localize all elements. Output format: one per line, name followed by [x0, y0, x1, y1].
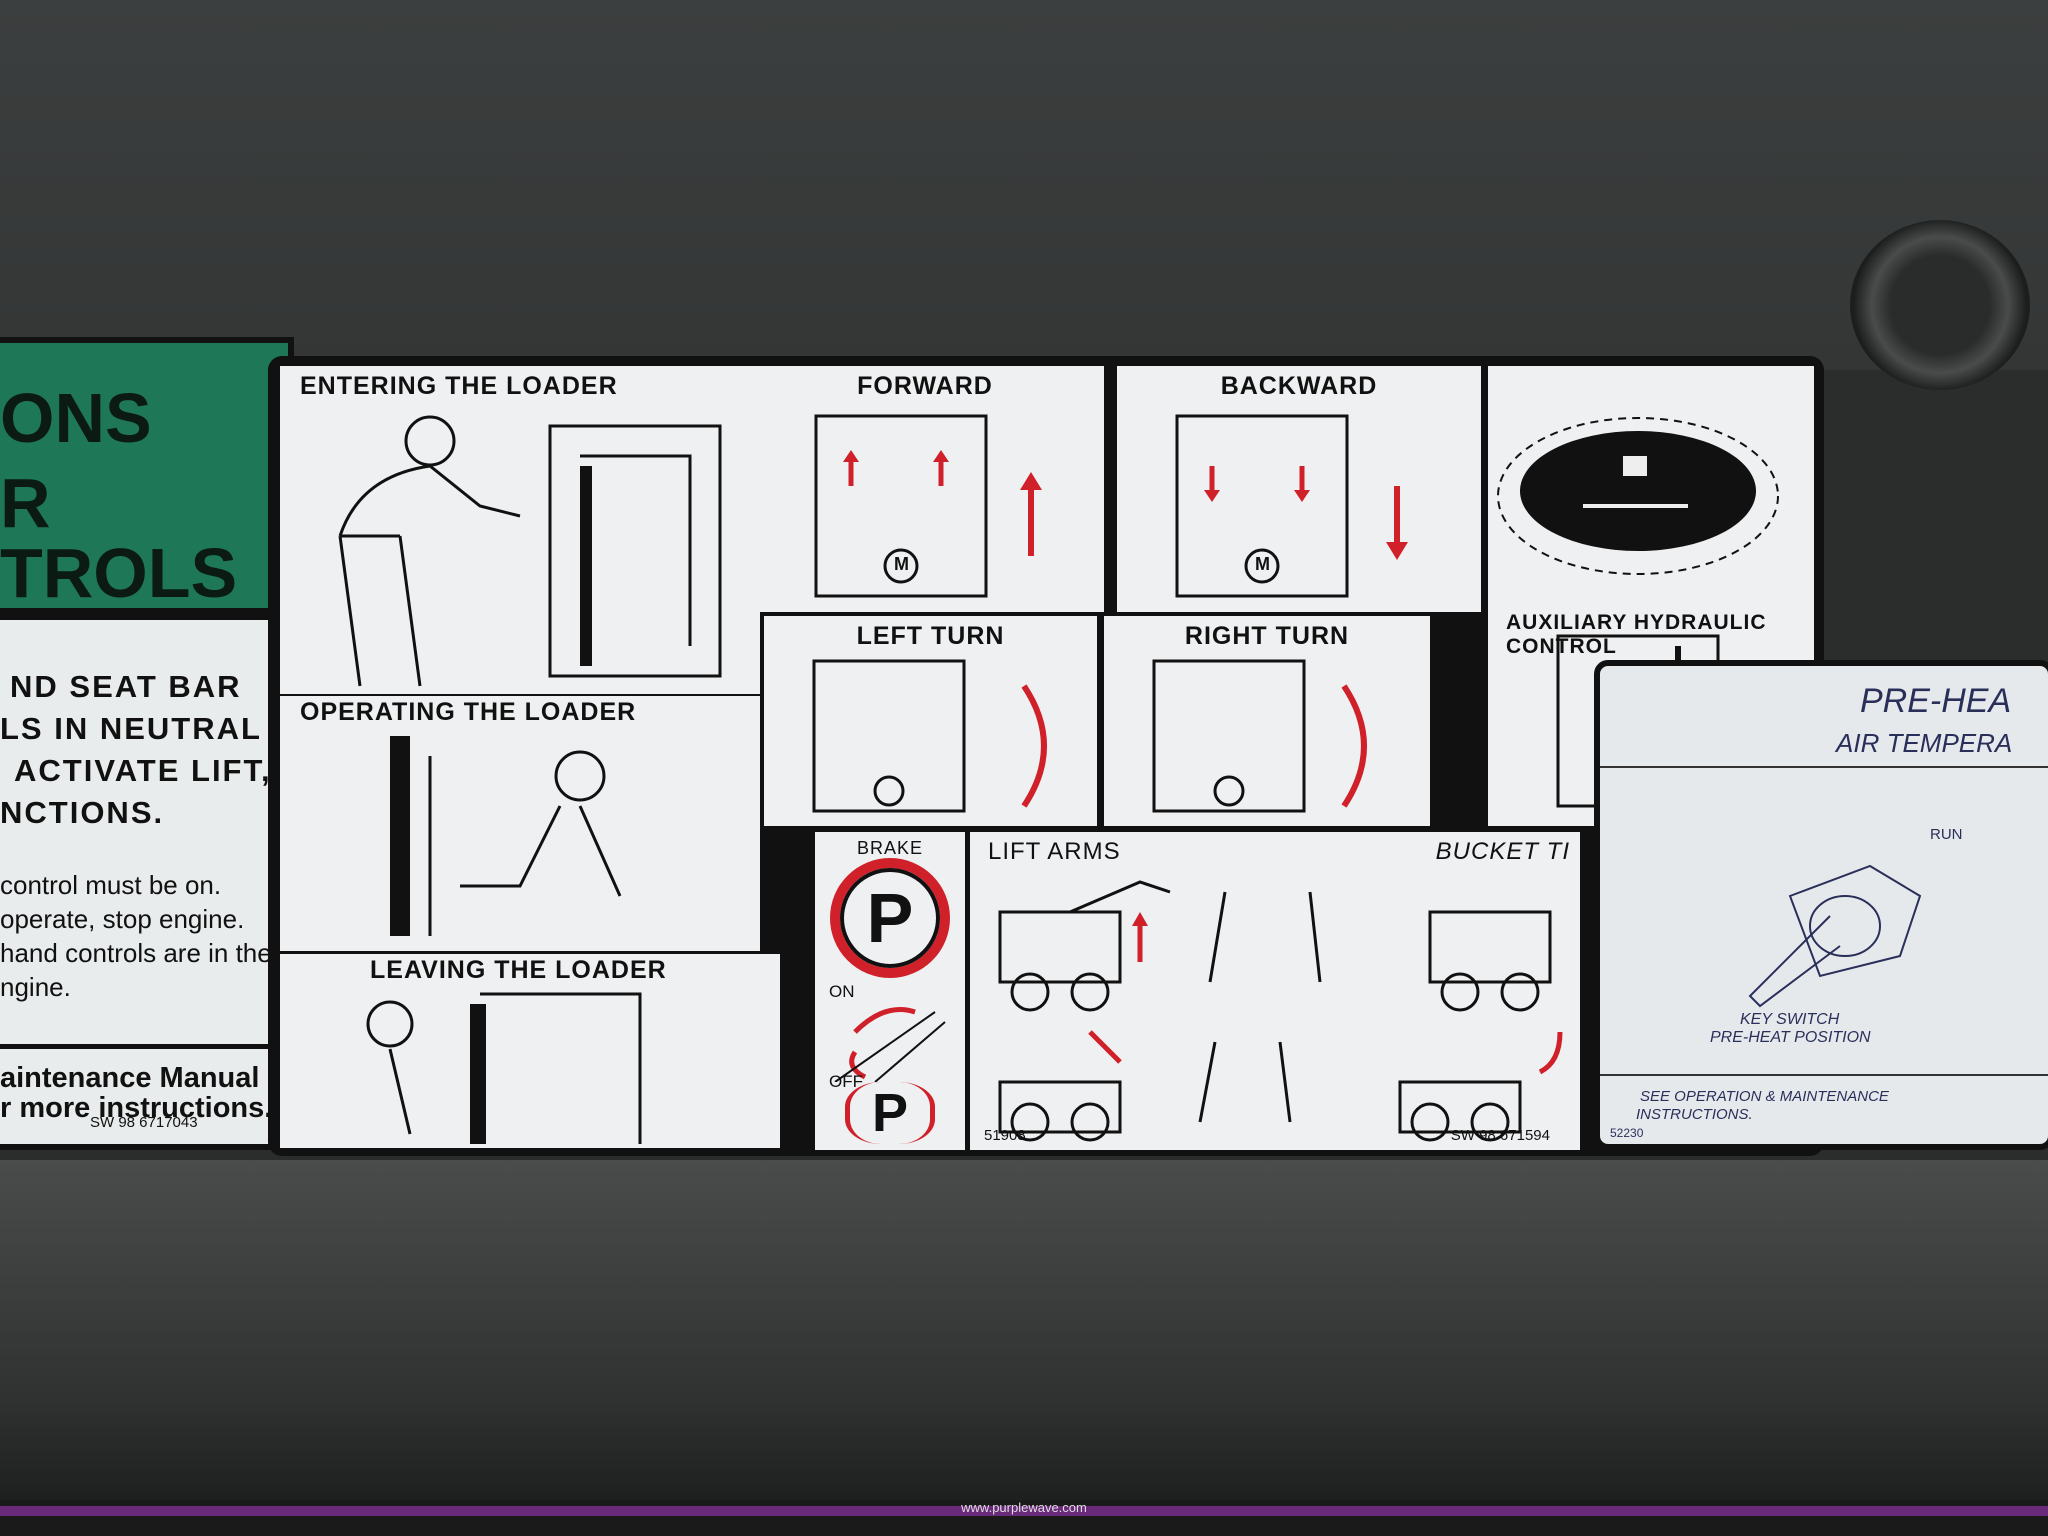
rubber-plug: [1850, 220, 2030, 390]
entering-label: ENTERING THE LOADER: [300, 372, 618, 400]
bucket-tilt-label: BUCKET TI: [1435, 838, 1570, 865]
brake-lever-icon: [834, 1007, 946, 1082]
warning-line: NCTIONS.: [0, 795, 165, 830]
right-turn-panel: RIGHT TURN: [1104, 616, 1430, 826]
entering-panel: ENTERING THE LOADER: [280, 366, 760, 694]
preheat-title: PRE-HEA: [1860, 682, 2012, 720]
forward-panel: FORWARD M: [746, 366, 1104, 612]
right-turn-controls-icon: [1152, 659, 1367, 813]
aux-hydraulic-label: AUXILIARY HYDRAULIC CONTROL: [1506, 611, 1767, 658]
part-code: 52230: [1610, 1126, 1644, 1140]
warning-line: LS IN NEUTRAL: [0, 711, 262, 746]
left-decal-header: ONS R TROLS: [0, 337, 294, 614]
body-line: control must be on.: [0, 870, 222, 900]
header-line: R: [0, 464, 51, 542]
key-switch-label: KEY SWITCH: [1740, 1011, 1840, 1028]
footer-line: r more instructions.: [0, 1092, 273, 1124]
warning-line: ND SEAT BAR: [10, 669, 242, 704]
left-turn-label: LEFT TURN: [856, 622, 1005, 650]
backward-panel: BACKWARD M: [1117, 366, 1481, 612]
brake-on-label: ON: [829, 982, 855, 1001]
motor-label: M: [894, 554, 909, 574]
key-switch-icon: [1748, 864, 1922, 1008]
body-line: ngine.: [0, 972, 71, 1002]
run-label: RUN: [1930, 826, 1963, 843]
brake-label: BRAKE: [856, 838, 924, 858]
header-line: ONS: [0, 379, 152, 457]
forward-controls-icon: [814, 414, 1042, 598]
part-code-left: 51908: [984, 1127, 1026, 1144]
operator-entering-illustration: [338, 415, 722, 687]
instructions-text: INSTRUCTIONS.: [1636, 1106, 1753, 1123]
operating-panel: OPERATING THE LOADER: [280, 696, 760, 951]
left-turn-panel: LEFT TURN: [764, 616, 1097, 826]
parking-brake-off-icon: P: [845, 1082, 935, 1144]
machine-panel-lower: [0, 1160, 2048, 1500]
header-line: TROLS: [0, 534, 238, 612]
loader-joystick-diagram: [998, 880, 1563, 1142]
lift-arms-label: LIFT ARMS: [988, 838, 1121, 865]
warning-line: ACTIVATE LIFT,: [14, 753, 272, 788]
right-turn-label: RIGHT TURN: [1184, 622, 1350, 650]
brake-panel[interactable]: BRAKE P ON OFF P: [815, 832, 965, 1150]
lift-arms-panel: LIFT ARMS BUCKET TI 51908 SW 98 671594: [970, 832, 1580, 1150]
operating-label: OPERATING THE LOADER: [300, 698, 637, 726]
motor-label: M: [1255, 554, 1270, 574]
preheat-decal: PRE-HEA AIR TEMPERA RUN KEY SWITCH PRE-H…: [1594, 660, 2048, 1150]
left-turn-controls-icon: [812, 659, 1047, 813]
operator-seated-illustration: [390, 736, 622, 936]
watermark-stripe: [0, 1506, 2048, 1516]
watermark-bar: www.purplewave.com: [0, 1500, 2048, 1536]
leaving-panel: LEAVING THE LOADER: [280, 954, 780, 1148]
footer-line: aintenance Manual: [0, 1062, 260, 1094]
preheat-subtitle: AIR TEMPERA: [1836, 728, 2013, 758]
leaving-label: LEAVING THE LOADER: [370, 956, 667, 984]
parking-brake-on-icon: P: [840, 868, 940, 968]
forward-label: FORWARD: [857, 372, 993, 400]
body-line: hand controls are in the: [0, 938, 272, 968]
see-manual-text: SEE OPERATION & MAINTENANCE: [1640, 1088, 1889, 1105]
backward-controls-icon: [1175, 414, 1408, 598]
part-code-right: SW 98 671594: [1450, 1127, 1550, 1144]
operator-leaving-illustration: [366, 992, 642, 1144]
machine-panel-upper: [0, 0, 2048, 370]
backward-label: BACKWARD: [1220, 372, 1378, 400]
part-code: SW 98 6717043: [90, 1114, 198, 1131]
brake-off-label: OFF: [829, 1072, 863, 1091]
preheat-position-label: PRE-HEAT POSITION: [1710, 1029, 1871, 1046]
body-line: operate, stop engine.: [0, 904, 245, 934]
controls-decal: ENTERING THE LOADER OPERATING THE LOADER…: [268, 356, 1824, 1156]
watermark-text: www.purplewave.com: [961, 1500, 1087, 1515]
